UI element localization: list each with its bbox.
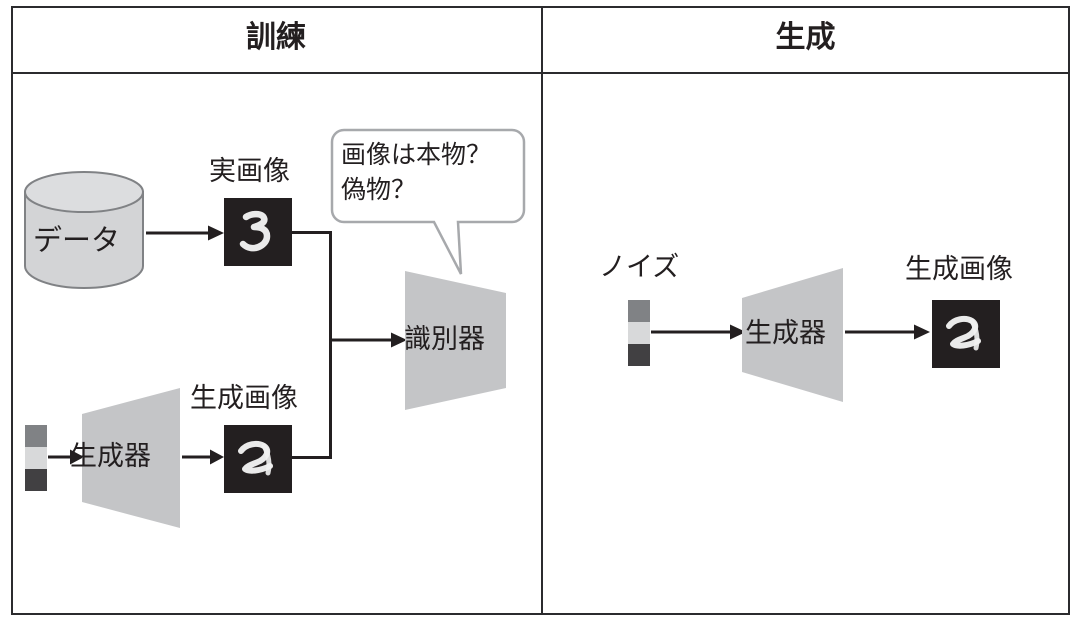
arrow-data-to-real-image bbox=[146, 224, 224, 242]
arrow-generator-to-generated-image-training bbox=[182, 448, 224, 466]
generated-image-thumbnail-training bbox=[224, 425, 292, 493]
diagram-frame bbox=[11, 6, 1070, 615]
real-image-thumbnail bbox=[224, 198, 292, 266]
column-title-generation: 生成 bbox=[775, 21, 836, 54]
connector-generated-image-horizontal bbox=[292, 455, 332, 459]
real-image-label: 実画像 bbox=[209, 156, 290, 186]
generator-shape-training bbox=[82, 388, 180, 528]
arrow-noise-to-generator-training bbox=[48, 448, 84, 466]
data-store-cylinder bbox=[22, 170, 146, 290]
discriminator-label: 識別器 bbox=[404, 324, 485, 354]
noise-block-middle bbox=[628, 322, 650, 344]
column-title-training: 訓練 bbox=[246, 21, 306, 54]
discriminator-shape bbox=[405, 271, 506, 410]
connector-vertical-join bbox=[329, 230, 332, 459]
noise-block-bottom bbox=[628, 344, 650, 366]
column-divider-line bbox=[541, 6, 543, 615]
noise-blocks-training bbox=[25, 425, 47, 491]
generator-shape-generation bbox=[742, 268, 843, 402]
data-store-label: データ bbox=[33, 225, 121, 257]
generated-image-label-training: 生成画像 bbox=[190, 383, 298, 413]
noise-label-generation: ノイズ bbox=[599, 252, 680, 282]
generator-label-generation: 生成器 bbox=[745, 318, 826, 348]
generated-image-thumbnail-generation bbox=[932, 300, 1000, 368]
arrow-noise-to-generator-generation bbox=[651, 323, 746, 341]
arrow-generator-to-generated-image-generation bbox=[845, 323, 930, 341]
noise-block-top bbox=[25, 425, 47, 447]
connector-real-image-horizontal bbox=[292, 230, 332, 234]
header-divider-line bbox=[11, 72, 1070, 74]
noise-block-bottom bbox=[25, 469, 47, 491]
generator-label-training: 生成器 bbox=[70, 441, 151, 471]
noise-block-middle bbox=[25, 447, 47, 469]
noise-block-top bbox=[628, 300, 650, 322]
generated-image-label-generation: 生成画像 bbox=[905, 254, 1013, 284]
noise-blocks-generation bbox=[628, 300, 650, 366]
speech-bubble-line-1: 画像は本物？ bbox=[341, 141, 492, 169]
arrow-to-discriminator bbox=[329, 331, 407, 349]
speech-bubble-discriminator bbox=[330, 128, 526, 276]
speech-bubble-line-2: 偽物？ bbox=[341, 176, 417, 204]
